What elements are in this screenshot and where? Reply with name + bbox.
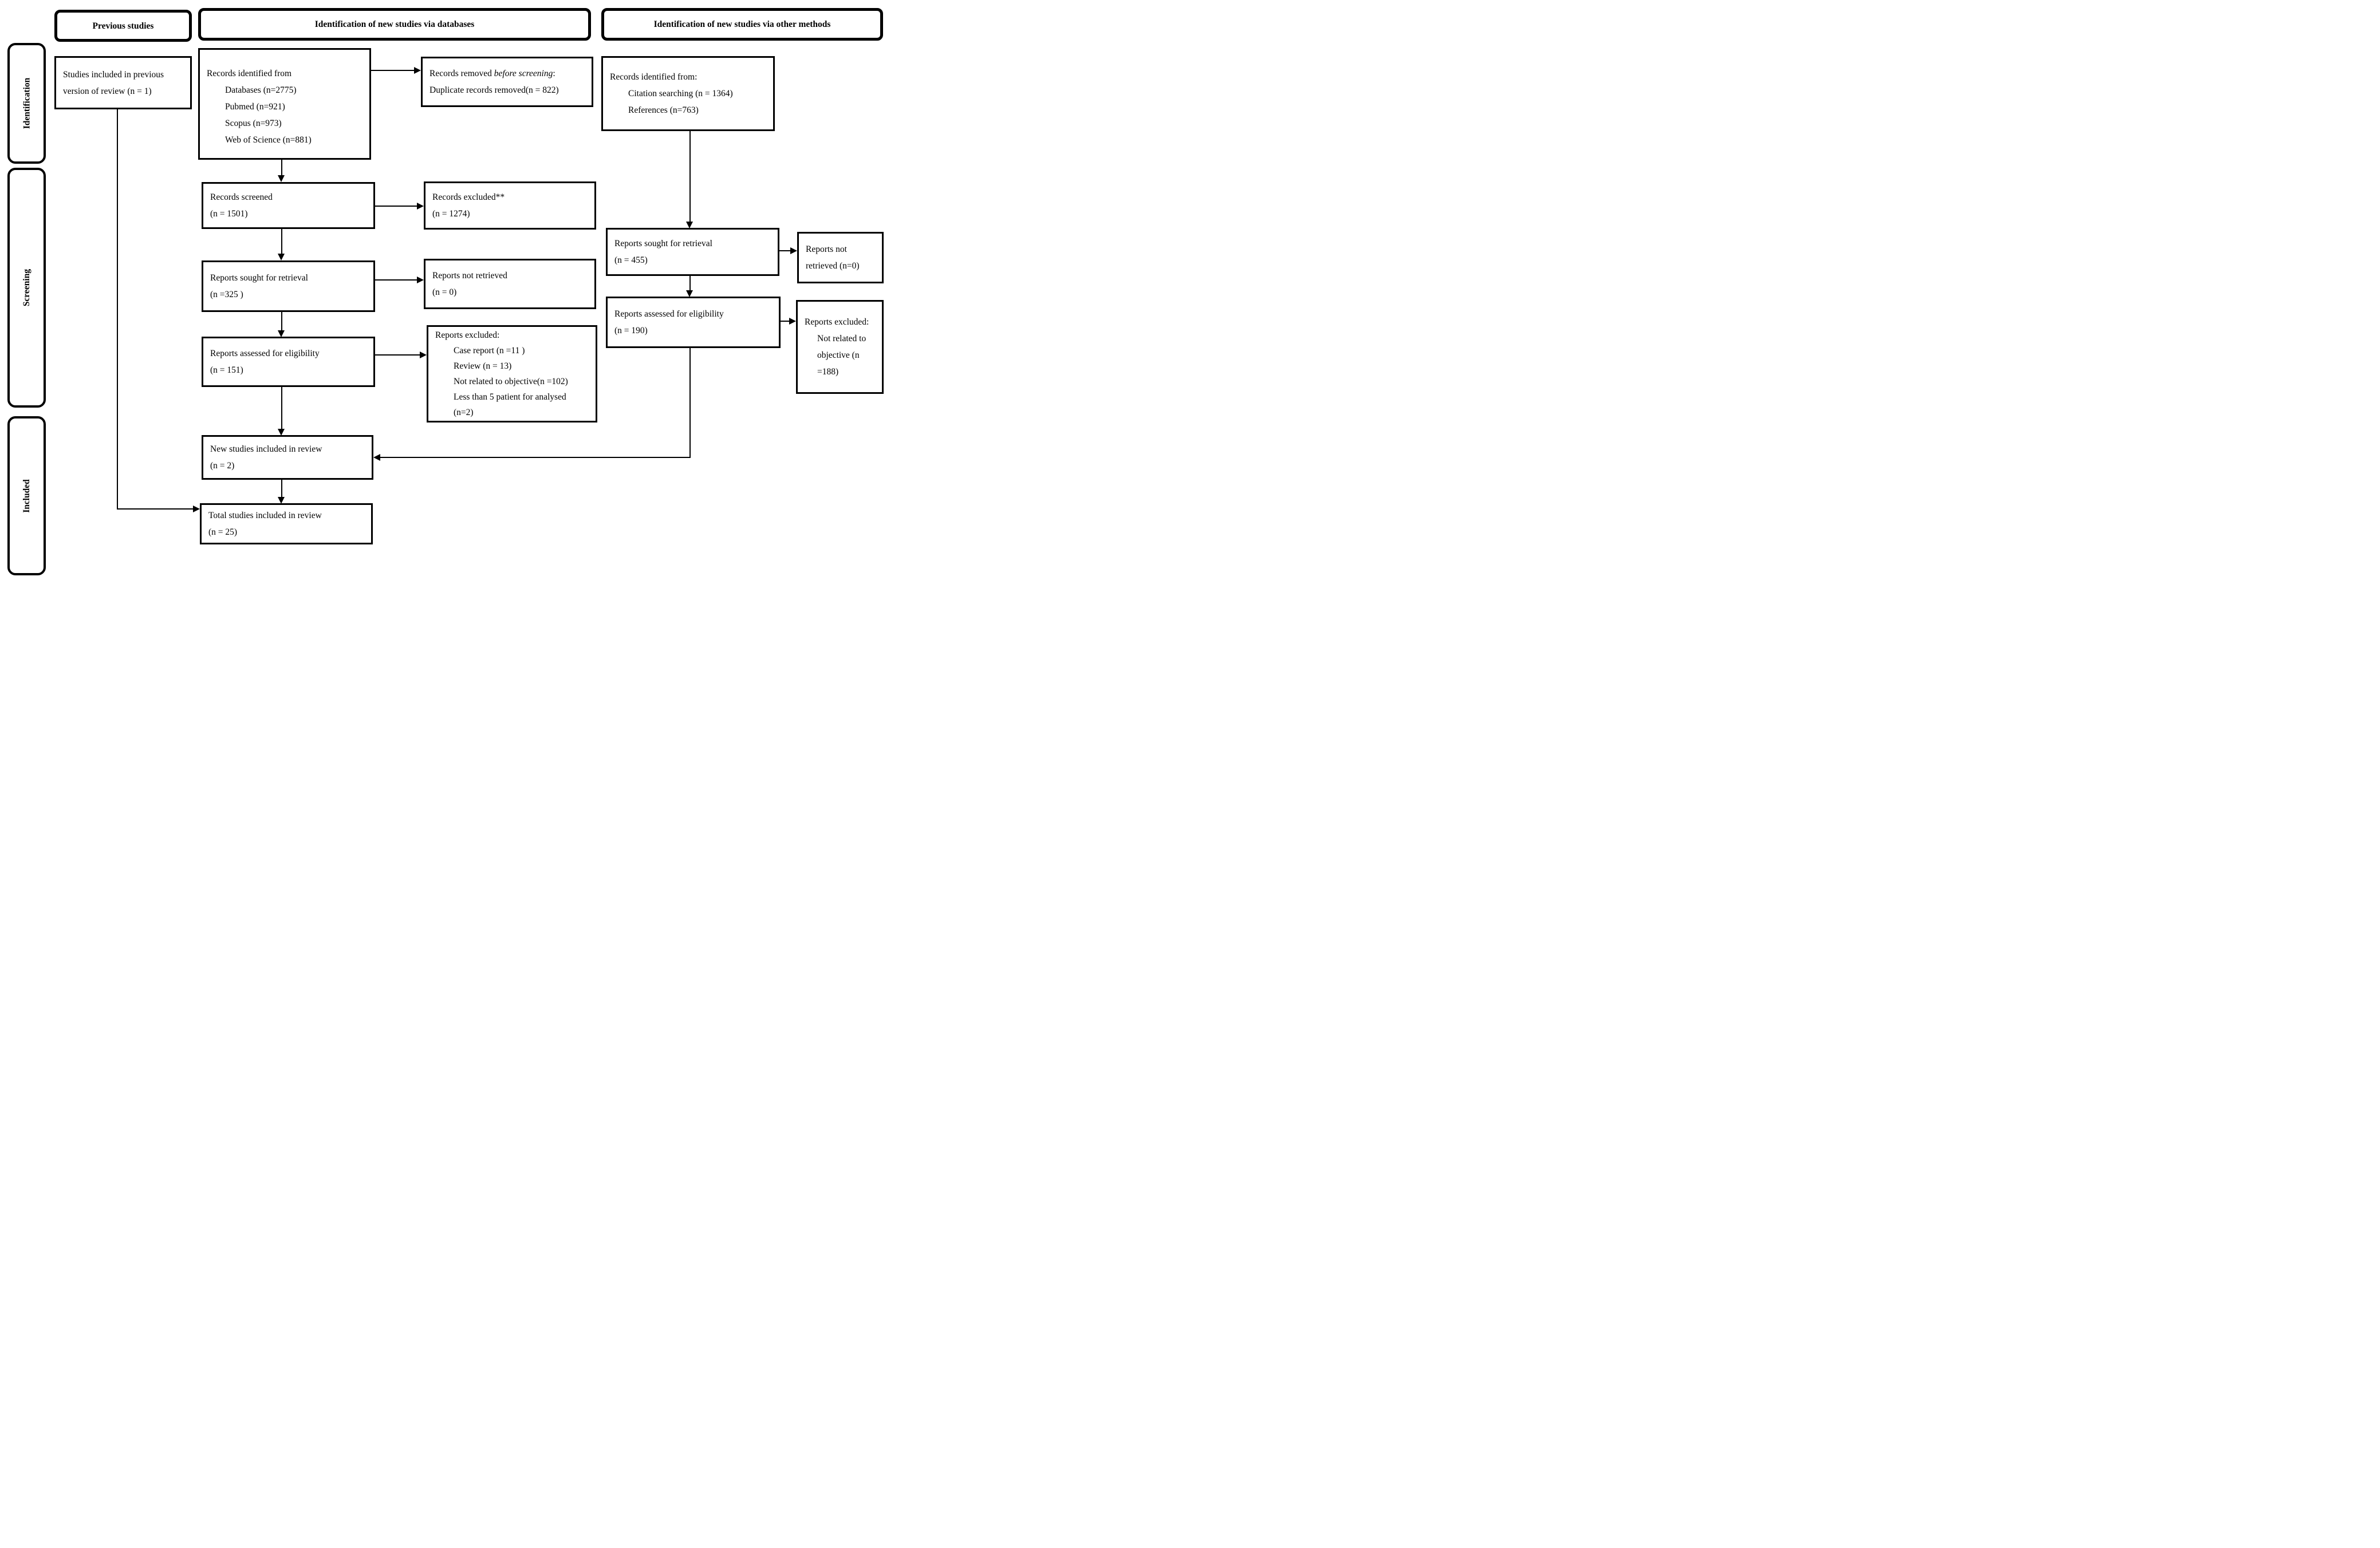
reports-assessed-db-text: Reports assessed for eligibility (n = 15…	[210, 349, 320, 375]
connector-assessed-to-newstudies	[281, 387, 282, 429]
records-identified-db-item: Databases (n=2775)	[225, 85, 297, 95]
arrowhead-previous-to-total	[193, 506, 200, 512]
connector-sought-other-to-notretrieved	[779, 250, 791, 251]
connector-identified-to-removed	[371, 70, 415, 71]
total-studies-text: Total studies included in review (n = 25…	[208, 511, 322, 537]
prisma-flow-diagram: Previous studies Identification of new s…	[0, 0, 885, 578]
header-previous-studies-label: Previous studies	[92, 21, 154, 31]
records-identified-db-item: Pubmed (n=921)	[225, 102, 285, 112]
records-identified-other-item: Citation searching (n = 1364)	[628, 89, 733, 98]
reports-excluded-detail-item: Review (n = 13)	[454, 361, 512, 371]
records-identified-other-title: Records identified from:	[610, 72, 698, 82]
header-via-databases: Identification of new studies via databa…	[198, 8, 591, 41]
box-reports-assessed-db: Reports assessed for eligibility (n = 15…	[202, 337, 375, 387]
connector-identified-to-screened	[281, 160, 282, 176]
connector-assessed-to-excluded	[375, 354, 420, 356]
records-removed-line2: Duplicate records removed(n = 822)	[429, 85, 559, 95]
reports-assessed-other-text: Reports assessed for eligibility (n = 19…	[614, 309, 724, 335]
arrowhead-newstudies-to-total	[278, 497, 285, 504]
connector-assessed-other-to-newstudies	[380, 457, 691, 458]
box-records-removed: Records removed before screening: Duplic…	[421, 57, 593, 107]
stage-identification: Identification	[7, 43, 46, 164]
arrowhead-sought-to-notretrieved	[417, 277, 424, 283]
arrowhead-assessed-other-to-newstudies	[373, 454, 380, 461]
box-records-screened: Records screened (n = 1501)	[202, 182, 375, 229]
stage-screening: Screening	[7, 168, 46, 408]
arrowhead-identified-to-screened	[278, 175, 285, 182]
box-records-identified-db: Records identified from Databases (n=277…	[198, 48, 371, 160]
arrowhead-assessed-to-excluded	[420, 352, 427, 358]
records-identified-db-item: Web of Science (n=881)	[225, 135, 312, 145]
arrowhead-assessed-other-to-excluded	[789, 318, 796, 325]
arrowhead-assessed-to-newstudies	[278, 429, 285, 436]
records-removed-line1: Records removed before screening:	[429, 65, 587, 82]
arrowhead-citation-to-sought	[686, 222, 693, 228]
header-previous-studies: Previous studies	[54, 10, 192, 42]
box-reports-sought-db: Reports sought for retrieval (n =325 )	[202, 260, 375, 312]
previous-included-text: Studies included in previous version of …	[63, 69, 164, 96]
stage-included: Included	[7, 416, 46, 575]
records-removed-prefix: Records removed	[429, 69, 494, 78]
reports-not-retrieved-db-text: Reports not retrieved (n = 0)	[432, 271, 507, 297]
box-previous-included: Studies included in previous version of …	[54, 56, 192, 109]
reports-excluded-detail-title: Reports excluded:	[435, 330, 500, 340]
connector-sought-other-to-assessed	[689, 276, 691, 291]
connector-sought-to-notretrieved	[375, 279, 417, 281]
connector-sought-to-assessed	[281, 312, 282, 331]
arrowhead-identified-to-removed	[414, 67, 421, 74]
new-studies-text: New studies included in review (n = 2)	[210, 444, 322, 471]
records-identified-db-title: Records identified from	[207, 69, 292, 78]
box-reports-not-retrieved-db: Reports not retrieved (n = 0)	[424, 259, 596, 309]
header-via-other-methods-label: Identification of new studies via other …	[653, 19, 831, 29]
reports-sought-db-text: Reports sought for retrieval (n =325 )	[210, 273, 308, 299]
reports-not-retrieved-other-text: Reports not retrieved (n=0)	[806, 244, 860, 271]
box-total-studies: Total studies included in review (n = 25…	[200, 503, 373, 544]
box-new-studies: New studies included in review (n = 2)	[202, 435, 373, 480]
reports-excluded-detail-item: Less than 5 patient for analysed (n=2)	[454, 392, 566, 417]
box-reports-sought-other: Reports sought for retrieval (n = 455)	[606, 228, 779, 276]
records-removed-italic: before screening	[494, 69, 553, 78]
reports-excluded-other-title: Reports excluded:	[805, 317, 869, 327]
records-identified-other-item: References (n=763)	[628, 105, 699, 115]
connector-citation-to-sought	[689, 131, 691, 222]
connector-screened-to-excluded	[375, 206, 417, 207]
connector-previous-down	[117, 109, 118, 510]
reports-excluded-detail-item: Not related to objective(n =102)	[454, 377, 568, 386]
stage-identification-label: Identification	[22, 77, 31, 129]
arrowhead-sought-other-to-notretrieved	[790, 247, 797, 254]
box-reports-excluded-detail: Reports excluded: Case report (n =11 ) R…	[427, 325, 597, 422]
records-removed-suffix: :	[553, 69, 555, 78]
arrowhead-screened-to-excluded	[417, 203, 424, 210]
box-records-excluded: Records excluded** (n = 1274)	[424, 181, 596, 230]
connector-assessed-other-down	[689, 348, 691, 458]
records-identified-db-item: Scopus (n=973)	[225, 119, 282, 128]
reports-excluded-detail-item: Case report (n =11 )	[454, 346, 525, 356]
reports-excluded-other-item: Not related to objective (n =188)	[817, 334, 866, 377]
connector-assessed-other-to-excluded	[781, 321, 790, 322]
box-reports-not-retrieved-other: Reports not retrieved (n=0)	[797, 232, 884, 283]
records-screened-text: Records screened (n = 1501)	[210, 192, 273, 219]
connector-screened-to-sought	[281, 229, 282, 254]
arrowhead-sought-to-assessed	[278, 330, 285, 337]
connector-newstudies-to-total	[281, 480, 282, 497]
box-records-identified-other: Records identified from: Citation search…	[601, 56, 775, 131]
stage-included-label: Included	[22, 479, 31, 513]
arrowhead-screened-to-sought	[278, 254, 285, 260]
header-via-other-methods: Identification of new studies via other …	[601, 8, 883, 41]
box-reports-assessed-other: Reports assessed for eligibility (n = 19…	[606, 297, 781, 348]
connector-previous-to-total	[117, 508, 194, 510]
header-via-databases-label: Identification of new studies via databa…	[314, 19, 475, 29]
stage-screening-label: Screening	[22, 268, 31, 307]
records-excluded-text: Records excluded** (n = 1274)	[432, 192, 505, 219]
reports-sought-other-text: Reports sought for retrieval (n = 455)	[614, 239, 712, 265]
arrowhead-sought-other-to-assessed	[686, 290, 693, 297]
box-reports-excluded-other: Reports excluded: Not related to objecti…	[796, 300, 884, 394]
